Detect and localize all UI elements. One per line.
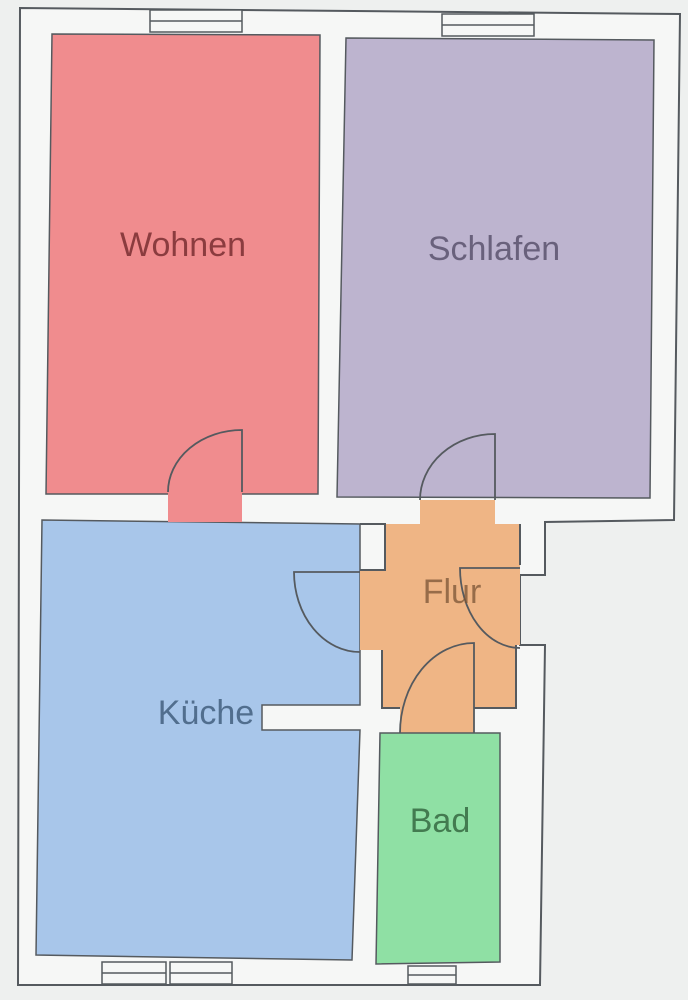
door-swing-flur <box>459 567 521 649</box>
room-kueche <box>35 519 361 961</box>
room-wohnen <box>45 33 321 495</box>
room-flur <box>360 500 520 733</box>
inner-walls <box>360 523 521 709</box>
door-swing-wohnen <box>167 429 243 493</box>
room-label-schlafen: Schlafen <box>428 230 560 268</box>
room-label-kueche: Küche <box>158 694 254 732</box>
door-swing-bad <box>399 642 475 734</box>
room-bad <box>375 732 501 965</box>
room-label-flur: Flur <box>423 573 482 611</box>
room-label-bad: Bad <box>410 802 471 840</box>
door-swing-kueche <box>293 571 361 653</box>
door-opening-wohnen <box>168 492 242 522</box>
room-schlafen <box>336 37 655 499</box>
door-swing-schlafen <box>419 433 496 501</box>
windows <box>101 9 535 985</box>
door-swings <box>167 429 521 734</box>
room-label-wohnen: Wohnen <box>120 226 246 264</box>
